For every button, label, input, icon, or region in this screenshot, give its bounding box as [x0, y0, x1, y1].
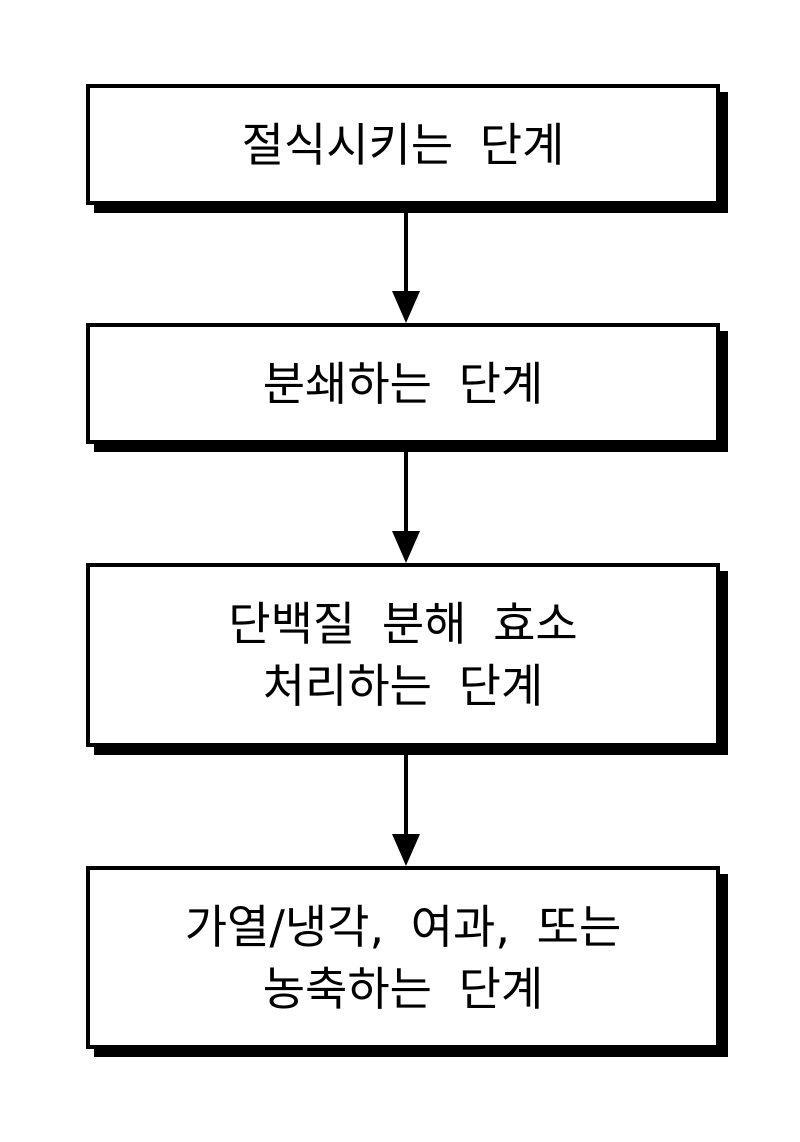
arrow-head [392, 531, 420, 563]
step-label-line: 분쇄하는 단계 [263, 353, 544, 415]
step-label-line: 절식시키는 단계 [242, 114, 565, 176]
arrow-head [392, 291, 420, 323]
step-label-line: 단백질 분해 효소 [228, 593, 577, 655]
arrow-shaft [404, 452, 408, 533]
step-box-fasting: 절식시키는 단계 [86, 84, 720, 205]
down-arrow-icon [392, 213, 420, 323]
arrow-shaft [404, 213, 408, 293]
down-arrow-icon [392, 755, 420, 866]
step-box-heat-filter-concentrate: 가열/냉각, 여과, 또는 농축하는 단계 [86, 866, 720, 1049]
step-label-line: 농축하는 단계 [263, 958, 544, 1020]
down-arrow-icon [392, 452, 420, 563]
arrow-head [392, 834, 420, 866]
step-label-line: 가열/냉각, 여과, 또는 [185, 896, 622, 958]
step-box-grinding: 분쇄하는 단계 [86, 323, 720, 444]
arrow-shaft [404, 755, 408, 836]
step-label-line: 처리하는 단계 [263, 655, 544, 717]
step-box-protease-treatment: 단백질 분해 효소 처리하는 단계 [86, 563, 720, 747]
